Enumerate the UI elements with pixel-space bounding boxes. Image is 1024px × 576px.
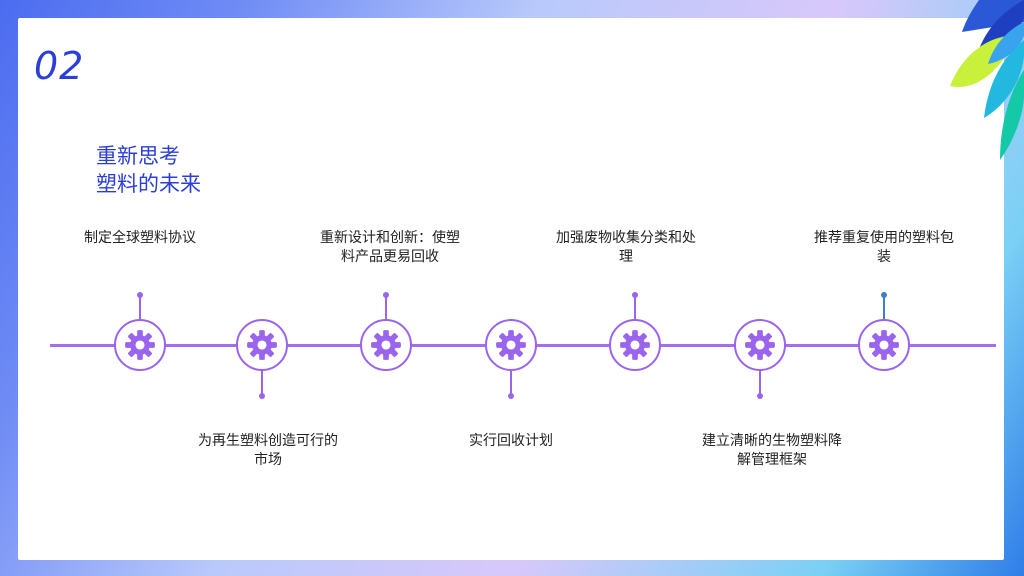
step-dot-7 [881, 292, 887, 298]
step-label-4: 实行回收计划 [469, 433, 553, 449]
step-stem-4 [510, 371, 512, 395]
step-dot-2 [259, 393, 265, 399]
gear-icon [745, 330, 775, 360]
slide-title: 重新思考 塑料的未来 [96, 142, 201, 198]
step-label-1: 制定全球塑料协议 [84, 230, 196, 246]
step-node-3 [360, 319, 412, 371]
step-label-7: 推荐重复使用的塑料包装 [814, 230, 954, 265]
step-label-3: 重新设计和创新：使塑料产品更易回收 [320, 230, 460, 265]
gear-icon [869, 330, 899, 360]
step-label-6: 建立清晰的生物塑料降解管理框架 [702, 433, 842, 468]
step-stem-3 [385, 296, 387, 319]
step-stem-2 [261, 371, 263, 395]
gear-icon [247, 330, 277, 360]
step-stem-6 [759, 371, 761, 395]
step-dot-3 [383, 292, 389, 298]
step-node-5 [609, 319, 661, 371]
title-line-2: 塑料的未来 [96, 172, 201, 196]
page-number: 02 [34, 44, 85, 88]
step-dot-1 [137, 292, 143, 298]
title-line-1: 重新思考 [96, 144, 180, 168]
step-node-7 [858, 319, 910, 371]
step-stem-5 [634, 296, 636, 319]
decorative-leaves [950, 0, 1024, 160]
step-dot-5 [632, 292, 638, 298]
gear-icon [371, 330, 401, 360]
step-label-5: 加强废物收集分类和处理 [556, 230, 696, 265]
step-node-4 [485, 319, 537, 371]
slide-card [18, 18, 1004, 560]
gear-icon [620, 330, 650, 360]
gear-icon [496, 330, 526, 360]
step-stem-1 [139, 296, 141, 319]
step-dot-6 [757, 393, 763, 399]
step-node-6 [734, 319, 786, 371]
step-dot-4 [508, 393, 514, 399]
step-node-1 [114, 319, 166, 371]
step-label-2: 为再生塑料创造可行的市场 [198, 433, 338, 468]
step-node-2 [236, 319, 288, 371]
gear-icon [125, 330, 155, 360]
step-stem-7 [883, 296, 885, 319]
